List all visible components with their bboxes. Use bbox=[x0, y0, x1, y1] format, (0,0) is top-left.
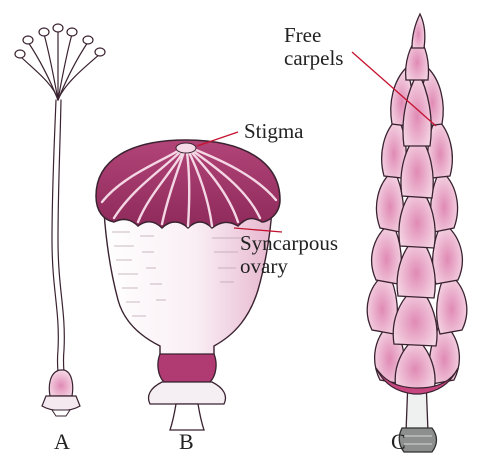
pistil-b-drawing bbox=[96, 140, 280, 430]
panel-label-c: C bbox=[391, 430, 406, 453]
free-carpels-label-line-2: carpels bbox=[284, 47, 343, 70]
pistil-a-drawing bbox=[15, 24, 105, 416]
free-carpels-label: Free carpels bbox=[284, 24, 343, 70]
syncarpous-ovary-label-line-1: Syncarpous bbox=[240, 232, 338, 255]
panel-label-a: A bbox=[54, 430, 70, 453]
pistil-c-drawing bbox=[367, 14, 467, 452]
panel-label-b: B bbox=[179, 430, 194, 453]
stigma-label: Stigma bbox=[244, 120, 304, 143]
free-carpels-label-line-1: Free bbox=[284, 24, 343, 47]
syncarpous-ovary-label-line-2: ovary bbox=[240, 255, 338, 278]
syncarpous-ovary-label: Syncarpous ovary bbox=[240, 232, 338, 278]
